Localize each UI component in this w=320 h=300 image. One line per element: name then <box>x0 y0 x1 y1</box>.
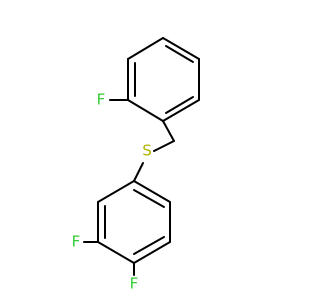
bond-lower-4 <box>97 241 135 264</box>
atom-s: S <box>142 142 152 160</box>
atom-f-para: F <box>130 275 139 293</box>
molecule-diagram: F S F F <box>72 37 200 293</box>
bond-lower-6 <box>97 180 135 203</box>
bond-s-ring <box>133 162 144 182</box>
bond-upper-3-inner <box>165 96 194 114</box>
bond-upper-6 <box>127 37 164 60</box>
bond-upper-4 <box>127 99 164 122</box>
bond-upper-3 <box>162 99 200 122</box>
bond-lower-3 <box>133 241 171 264</box>
bond-lower-3-inner <box>133 236 165 255</box>
atom-f-meta: F <box>72 233 81 251</box>
bond-ch2-s <box>153 140 175 152</box>
bond-upper-1-inner <box>165 45 194 63</box>
lower-benzene-ring <box>97 180 171 264</box>
bond-ring-ch2 <box>162 120 175 142</box>
bond-lower-1 <box>133 180 171 203</box>
upper-benzene-ring <box>127 37 200 122</box>
atom-f-top: F <box>97 91 106 109</box>
molecule-svg: F S F F <box>72 37 200 293</box>
bond-lower-1-inner <box>133 189 165 208</box>
bond-upper-1 <box>162 37 200 60</box>
